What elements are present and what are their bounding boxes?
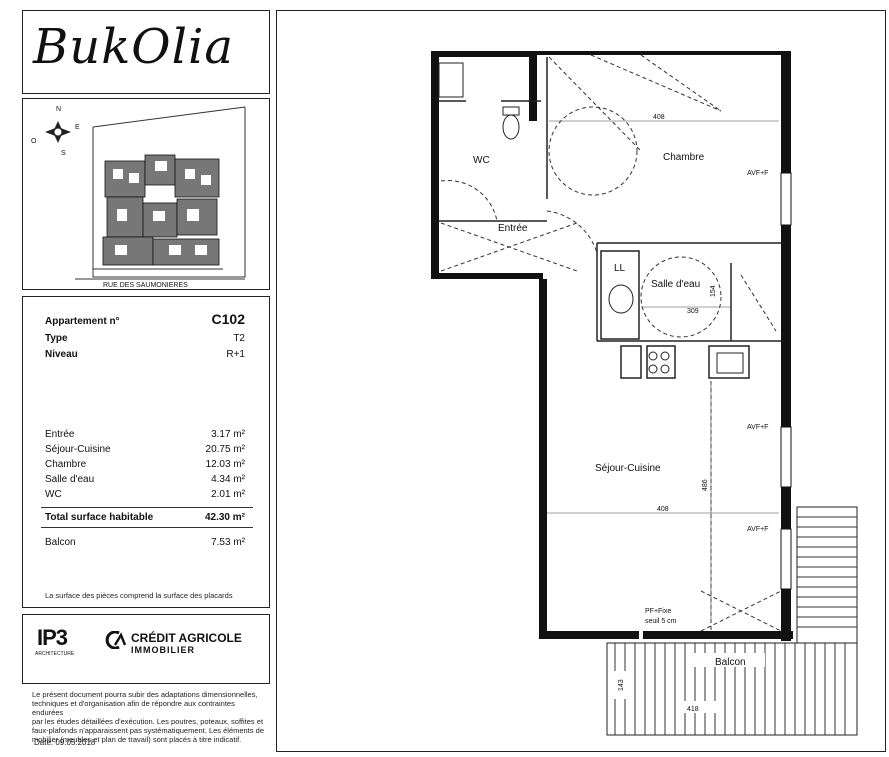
credit-agricole-logo-icon xyxy=(105,631,127,649)
dim-sejour-width: 408 xyxy=(657,506,669,513)
level-value: R+1 xyxy=(226,349,245,360)
surface-area: 4.34 m² xyxy=(211,474,245,485)
room-balcon: Balcon xyxy=(715,657,746,668)
sanitary-fixtures xyxy=(438,62,744,374)
room-sejour-cuisine: Séjour-Cuisine xyxy=(595,463,661,474)
surface-area: 20.75 m² xyxy=(205,444,245,455)
surface-note: La surface des pièces comprend la surfac… xyxy=(45,591,233,600)
exterior-walls xyxy=(431,51,793,641)
dim-balcon-height: 143 xyxy=(618,679,625,691)
surface-room: Chambre xyxy=(45,459,87,470)
surface-room: WC xyxy=(45,489,62,500)
surface-area: 2.01 m² xyxy=(211,489,245,500)
room-chambre: Chambre xyxy=(663,152,705,163)
street-name: RUE DES SAUMONIERES xyxy=(103,282,188,289)
dimension-lines xyxy=(547,120,779,621)
balcony xyxy=(606,506,858,736)
ip3-logo: IP3 xyxy=(37,625,68,650)
surface-room: Salle d'eau xyxy=(45,474,95,485)
total-label: Total surface habitable xyxy=(45,512,154,523)
balcony-label: Balcon xyxy=(45,537,76,548)
surface-area: 12.03 m² xyxy=(205,459,245,470)
partners-panel: IP3 ARCHITECTURE CRÉDIT AGRICOLE IMMOBIL… xyxy=(22,614,270,684)
window-label: AVF+F xyxy=(747,170,768,177)
compass-n: N xyxy=(56,106,61,113)
sink-icon xyxy=(716,352,744,374)
logo-panel: BukOlia xyxy=(22,10,270,94)
disclaimer-line: techniques et d'organisation afin de rép… xyxy=(32,699,235,717)
surface-row: Entrée 3.17 m² xyxy=(45,429,245,440)
washbasin-icon xyxy=(608,284,634,314)
document-date: Date: 09.05.2018 xyxy=(34,738,96,747)
room-salle-eau: Salle d'eau xyxy=(651,279,700,290)
total-row: Total surface habitable 42.30 m² xyxy=(45,512,245,523)
surface-area: 3.17 m² xyxy=(211,429,245,440)
divider xyxy=(41,507,253,508)
apartment-number-row: Appartement n° C102 xyxy=(45,311,245,327)
disclaimer-line: Le présent document pourra subir des ada… xyxy=(32,690,258,699)
balcony-area: 7.53 m² xyxy=(211,537,245,548)
door-swings xyxy=(440,54,782,632)
window-label: AVF+F xyxy=(747,424,768,431)
type-label: Type xyxy=(45,333,68,344)
total-area: 42.30 m² xyxy=(204,512,245,523)
room-wc: WC xyxy=(473,155,490,166)
disclaimer-panel: Le présent document pourra subir des ada… xyxy=(22,688,270,752)
surface-row: Salle d'eau 4.34 m² xyxy=(45,474,245,485)
surface-room: Séjour-Cuisine xyxy=(45,444,111,455)
room-ll: LL xyxy=(614,263,626,274)
credit-agricole-name: CRÉDIT AGRICOLE xyxy=(131,631,242,645)
interior-walls xyxy=(439,57,781,379)
dim-sdb-height: 154 xyxy=(710,285,717,297)
dim-sdb-width: 309 xyxy=(687,308,699,315)
compass-s: S xyxy=(61,150,66,157)
compass-o: O xyxy=(31,138,37,145)
credit-agricole-sub: IMMOBILIER xyxy=(131,645,195,655)
apartment-number-label: Appartement n° xyxy=(45,316,120,327)
surface-row: WC 2.01 m² xyxy=(45,489,245,500)
dim-chambre-width: 408 xyxy=(653,114,665,121)
divider xyxy=(41,527,253,528)
surface-room: Entrée xyxy=(45,429,75,440)
level-row: Niveau R+1 xyxy=(45,349,245,360)
disclaimer-line: faux-plafonds n'apparaissent pas systéma… xyxy=(32,726,264,735)
surface-row: Séjour-Cuisine 20.75 m² xyxy=(45,444,245,455)
site-plan-map: N E S O RUE DES SAUMONIER xyxy=(31,106,246,289)
building-footprint xyxy=(102,154,220,266)
threshold-label: seuil 5 cm xyxy=(645,618,677,625)
surface-row: Chambre 12.03 m² xyxy=(45,459,245,470)
toilet-icon xyxy=(502,114,520,140)
disclaimer-text: Le présent document pourra subir des ada… xyxy=(32,690,268,744)
window-label: AVF+F xyxy=(747,526,768,533)
dim-balcon-width: 418 xyxy=(687,706,699,713)
apartment-info-panel: Appartement n° C102 Type T2 Niveau R+1 E… xyxy=(22,296,270,608)
ip3-subtitle: ARCHITECTURE xyxy=(35,651,75,657)
compass-rose-icon: N E S O xyxy=(31,106,80,157)
disclaimer-line: mobilier (meubles et plan de travail) so… xyxy=(32,735,242,744)
brand-logo: BukOlia xyxy=(33,19,234,75)
type-row: Type T2 xyxy=(45,333,245,344)
door-label: PF+Fixe xyxy=(645,608,671,615)
type-value: T2 xyxy=(233,333,245,344)
floor-plan-panel: WC Entrée Chambre Salle d'eau LL Séjour-… xyxy=(276,10,886,752)
disclaimer-line: par les études détaillées d'exécution. L… xyxy=(32,717,264,726)
windows xyxy=(780,172,792,590)
level-label: Niveau xyxy=(45,349,78,360)
floor-plan: WC Entrée Chambre Salle d'eau LL Séjour-… xyxy=(431,51,858,736)
room-entree: Entrée xyxy=(498,223,528,234)
dim-sejour-height: 486 xyxy=(702,479,709,491)
apartment-number: C102 xyxy=(211,311,245,327)
compass-e: E xyxy=(75,124,80,131)
balcony-row: Balcon 7.53 m² xyxy=(45,537,245,548)
site-plan-panel: N E S O RUE DES SAUMONIER xyxy=(22,98,270,290)
